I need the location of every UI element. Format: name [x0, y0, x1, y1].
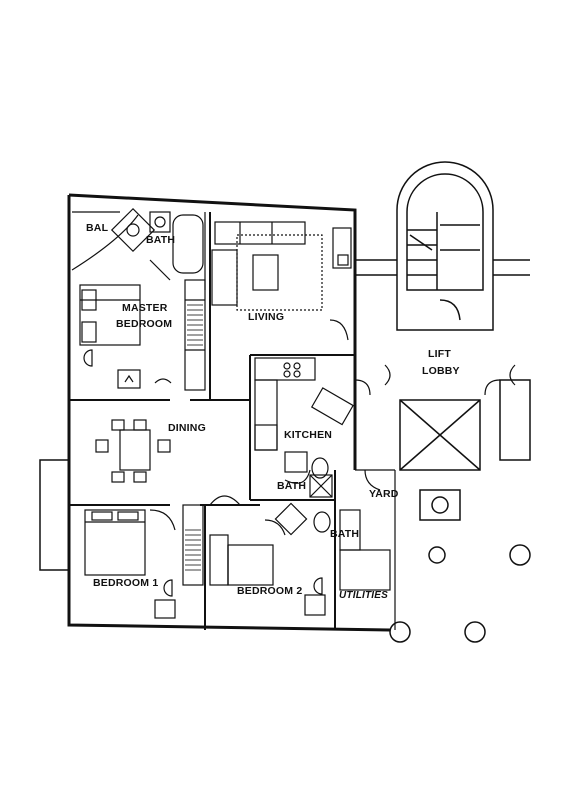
- dining-set: [95, 419, 241, 506]
- kitchen-fixtures: [254, 357, 354, 484]
- label-bedroom-1: BEDROOM 1: [93, 577, 159, 589]
- label-kitchen: KITCHEN: [284, 429, 333, 441]
- bay-window: [39, 459, 70, 571]
- label-bal: BAL: [86, 222, 109, 234]
- master-bedroom-furniture: [79, 279, 206, 391]
- interior-walls: [69, 212, 355, 630]
- label-lift-lobby-1: LIFT: [428, 348, 451, 360]
- bedroom2-furniture: [209, 519, 326, 616]
- kitchen-bath-fixtures: [284, 451, 333, 498]
- columns: [389, 544, 531, 643]
- label-master-bedroom-2: BEDROOM: [116, 318, 173, 330]
- label-master-bath: BATH: [146, 234, 176, 246]
- label-living: LIVING: [248, 311, 285, 323]
- label-dining: DINING: [168, 422, 206, 434]
- label-master-bedroom-1: MASTER: [122, 302, 168, 314]
- yard-utilities: [339, 469, 396, 630]
- label-lift-lobby-2: LOBBY: [422, 365, 460, 377]
- living-furniture: [211, 221, 352, 341]
- bedroom1-furniture: [84, 504, 204, 619]
- balcony: [71, 211, 139, 271]
- outer-walls: [67, 193, 391, 632]
- label-bedroom-2: BEDROOM 2: [237, 585, 303, 597]
- master-bath-fixtures: [110, 207, 206, 290]
- label-bath-2: BATH: [330, 528, 360, 540]
- label-utilities: UTILITIES: [339, 590, 389, 601]
- corridor-walls: [355, 259, 530, 276]
- bath2-fixtures: [274, 502, 361, 551]
- stair-tower: [396, 161, 494, 331]
- doors: [354, 364, 516, 396]
- label-yard: YARD: [369, 488, 399, 500]
- wardrobe-hatch: [187, 304, 203, 346]
- label-kitchen-bath: BATH: [277, 480, 307, 492]
- lift-core: [399, 379, 531, 521]
- wardrobe2-hatch: [185, 529, 201, 571]
